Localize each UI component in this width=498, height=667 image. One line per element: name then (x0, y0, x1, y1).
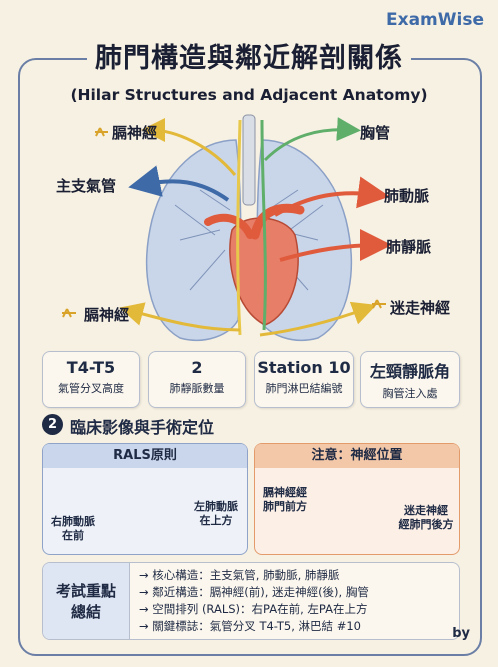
nerve-right-line-2: 經肺門後方 (398, 518, 454, 531)
page-title-text: 肺門構造與鄰近解剖關係 (87, 43, 411, 74)
nerve-right-label: 迷走神經 經肺門後方 (396, 504, 456, 532)
right-lung (146, 139, 242, 342)
card-caption: 肺門淋巴結編號 (265, 382, 343, 395)
arrow-phrenic-top (141, 118, 237, 176)
bronchial-tree (174, 189, 324, 291)
brand-logo: ExamWise (386, 10, 484, 30)
label-vagus: 迷走神經 (390, 299, 451, 317)
arrow-pulm-artery (274, 176, 390, 217)
arrow-vagus (259, 301, 377, 337)
rals-right-label: 左肺動脈 在上方 (188, 500, 244, 528)
label-pulm-vein: 肺靜脈 (386, 238, 432, 256)
fact-card-station: Station 10 肺門淋巴結編號 (254, 351, 354, 408)
arrow-thoracic-duct (263, 117, 361, 162)
page-title: 肺門構造與鄰近解剖關係 (0, 36, 498, 75)
card-value: T4-T5 (66, 358, 116, 377)
card-caption: 肺靜脈數量 (169, 382, 225, 395)
card-value: Station 10 (257, 358, 351, 377)
rals-panel: RALS原則 (42, 443, 248, 555)
arrow-phrenic-bottom (119, 302, 241, 332)
summary-box: 考試重點 總結 → 核心構造：主支氣管, 肺動脈, 肺靜脈 → 鄰近構造：膈神經… (42, 562, 460, 640)
nerve-left-line-2: 肺門前方 (263, 500, 307, 513)
card-caption: 氣管分叉高度 (58, 382, 124, 395)
card-value: 2 (191, 358, 203, 377)
fact-card-carina: T4-T5 氣管分叉高度 (42, 351, 140, 408)
nerve-header: 注意：神經位置 (255, 444, 459, 468)
summary-line: → 關鍵標誌：氣管分叉 T4-T5, 淋巴結 #10 (139, 619, 361, 633)
rals-left-label: 右肺動脈 在前 (48, 515, 98, 543)
summary-line: → 鄰近構造：膈神經(前), 迷走神經(後), 胸管 (139, 585, 369, 599)
summary-line: → 空間排列 (RALS)：右PA在前, 左PA在上方 (139, 602, 368, 616)
rals-right-line-2: 在上方 (199, 514, 233, 527)
summary-line: → 核心構造：主支氣管, 肺動脈, 肺靜脈 (139, 568, 340, 582)
card-caption: 胸管注入處 (382, 387, 438, 400)
summary-tag-line-2: 總結 (70, 603, 101, 621)
vagus-line (236, 119, 242, 336)
rals-header: RALS原則 (43, 444, 247, 468)
arrow-pulm-vein (279, 229, 392, 262)
trachea (242, 114, 256, 206)
byline: by (452, 626, 470, 641)
nerve-right-line-1: 迷走神經 (404, 504, 448, 517)
rals-right-line-1: 左肺動脈 (194, 500, 238, 513)
rals-left-line-1: 右肺動脈 (51, 515, 95, 528)
label-phrenic-top: 膈神經 (112, 124, 158, 142)
card-value: 左頸靜脈角 (369, 362, 450, 381)
summary-tag-line-1: 考試重點 (55, 582, 116, 600)
label-pulm-artery: 肺動脈 (384, 187, 430, 205)
nerve-icon (62, 127, 386, 318)
page-subtitle: (Hilar Structures and Adjacent Anatomy) (70, 86, 428, 104)
label-trachea: 主支氣管 (56, 177, 117, 195)
fact-card-duct: 左頸靜脈角 胸管注入處 (360, 351, 460, 408)
section-title: 臨床影像與手術定位 (70, 418, 215, 437)
summary-tag: 考試重點 總結 (43, 563, 130, 639)
nerve-left-line-1: 膈神經經 (263, 486, 307, 499)
arrow-trachea (128, 165, 230, 202)
section-number: 2 (42, 414, 63, 435)
nerve-left-label: 膈神經經 肺門前方 (258, 486, 312, 514)
nerve-panel: 注意：神經位置 (254, 443, 460, 555)
rals-left-line-2: 在前 (62, 529, 84, 542)
label-thoracic-duct: 胸管 (360, 124, 391, 142)
pulmonary-artery (250, 203, 305, 240)
thoracic-duct-line (260, 119, 267, 331)
fact-card-veins: 2 肺靜脈數量 (148, 351, 246, 408)
label-phrenic-bottom: 膈神經 (84, 306, 130, 324)
